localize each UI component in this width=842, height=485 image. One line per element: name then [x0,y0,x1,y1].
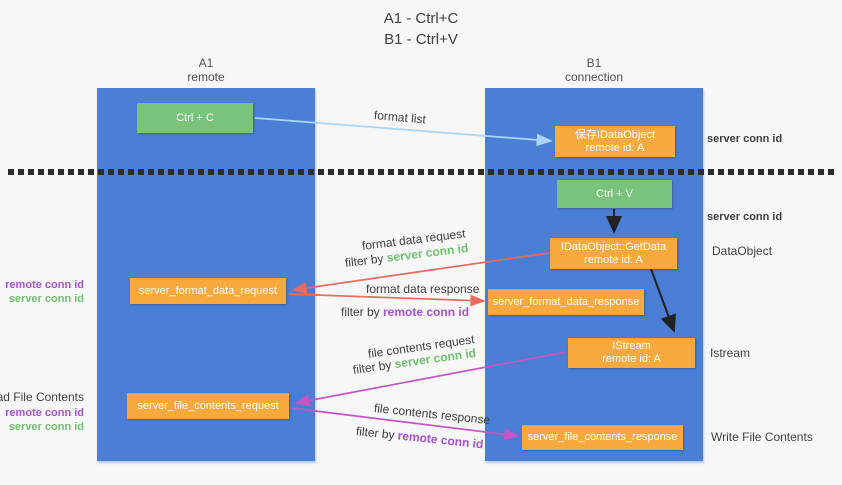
filter-by-text: filter by [355,424,399,443]
server-format-data-response-label: server_format_data_response [492,295,640,308]
left-conn-ids-2: remote conn id server conn id [5,406,84,434]
server-file-contents-request-label: server_file_contents_request [137,399,279,412]
save-idataobject-line2: remote id: A [585,141,645,154]
dataobject-label: DataObject [712,244,773,258]
idataobject-getdata-line1: IDataObject::GetData [560,240,667,253]
left-conn-ids-1: remote conn id server conn id [5,278,84,306]
filter-by-remote-conn-id-2: filter by remote conn id [355,424,484,451]
lane-header-b1: B1 connection [485,56,703,84]
read-file-contents-label: Read File Contents [0,390,84,404]
lane-b1-title: B1 [586,56,602,70]
filter-by-text: filter by [341,305,384,319]
diagram-title: A1 - Ctrl+C B1 - Ctrl+V [0,8,842,50]
write-file-contents-label: Write File Contents [711,430,813,444]
idataobject-getdata-box: IDataObject::GetData remote id: A [550,238,677,269]
lane-a1-title: A1 [198,56,214,70]
server-conn-id-left-1: server conn id [8,293,84,305]
title-line-1: A1 - Ctrl+C [383,10,459,27]
server-file-contents-request-box: server_file_contents_request [127,393,289,419]
lane-b1-subtitle: connection [564,70,624,84]
ctrl-c-box: Ctrl + C [137,103,253,133]
remote-conn-id-text: remote conn id [397,428,485,452]
server-format-data-request-label: server_format_data_request [138,284,278,297]
server-file-contents-response-label: server_file_contents_response [527,431,678,443]
file-contents-response-label: file contents response [373,401,491,428]
server-conn-id-right-mid: server conn id [707,211,783,223]
save-idataobject-box: 保存IDataObject remote id: A [555,126,675,157]
server-conn-id-left-2: server conn id [8,421,84,433]
istream-side-label: Istream [710,346,751,360]
ctrl-c-label: Ctrl + C [176,111,214,124]
remote-conn-id-left-2: remote conn id [5,407,84,419]
session-separator-line [8,169,834,175]
server-file-contents-response-box: server_file_contents_response [522,425,683,450]
save-idataobject-line1: 保存IDataObject [574,128,656,141]
format-list-label: format list [373,108,427,127]
server-format-data-request-box: server_format_data_request [130,278,286,304]
title-line-2: B1 - Ctrl+V [384,31,458,48]
istream-line2: remote id: A [602,353,661,365]
remote-conn-id-text: remote conn id [383,305,470,319]
remote-conn-id-left-1: remote conn id [5,279,84,291]
server-format-data-response-box: server_format_data_response [488,289,644,315]
format-data-response-label: format data response [366,282,480,296]
istream-line1: IStream [612,340,651,352]
istream-box: IStream remote id: A [568,338,695,368]
filter-by-text: filter by [344,250,388,270]
filter-by-text: filter by [352,357,396,377]
ctrl-v-label: Ctrl + V [596,187,633,200]
server-conn-id-right-top: server conn id [707,133,783,145]
ctrl-v-box: Ctrl + V [557,180,672,208]
idataobject-getdata-line2: remote id: A [584,253,643,266]
lane-header-a1: A1 remote [97,56,315,84]
lane-a1-subtitle: remote [187,70,225,84]
filter-by-remote-conn-id-1: filter by remote conn id [341,305,469,319]
